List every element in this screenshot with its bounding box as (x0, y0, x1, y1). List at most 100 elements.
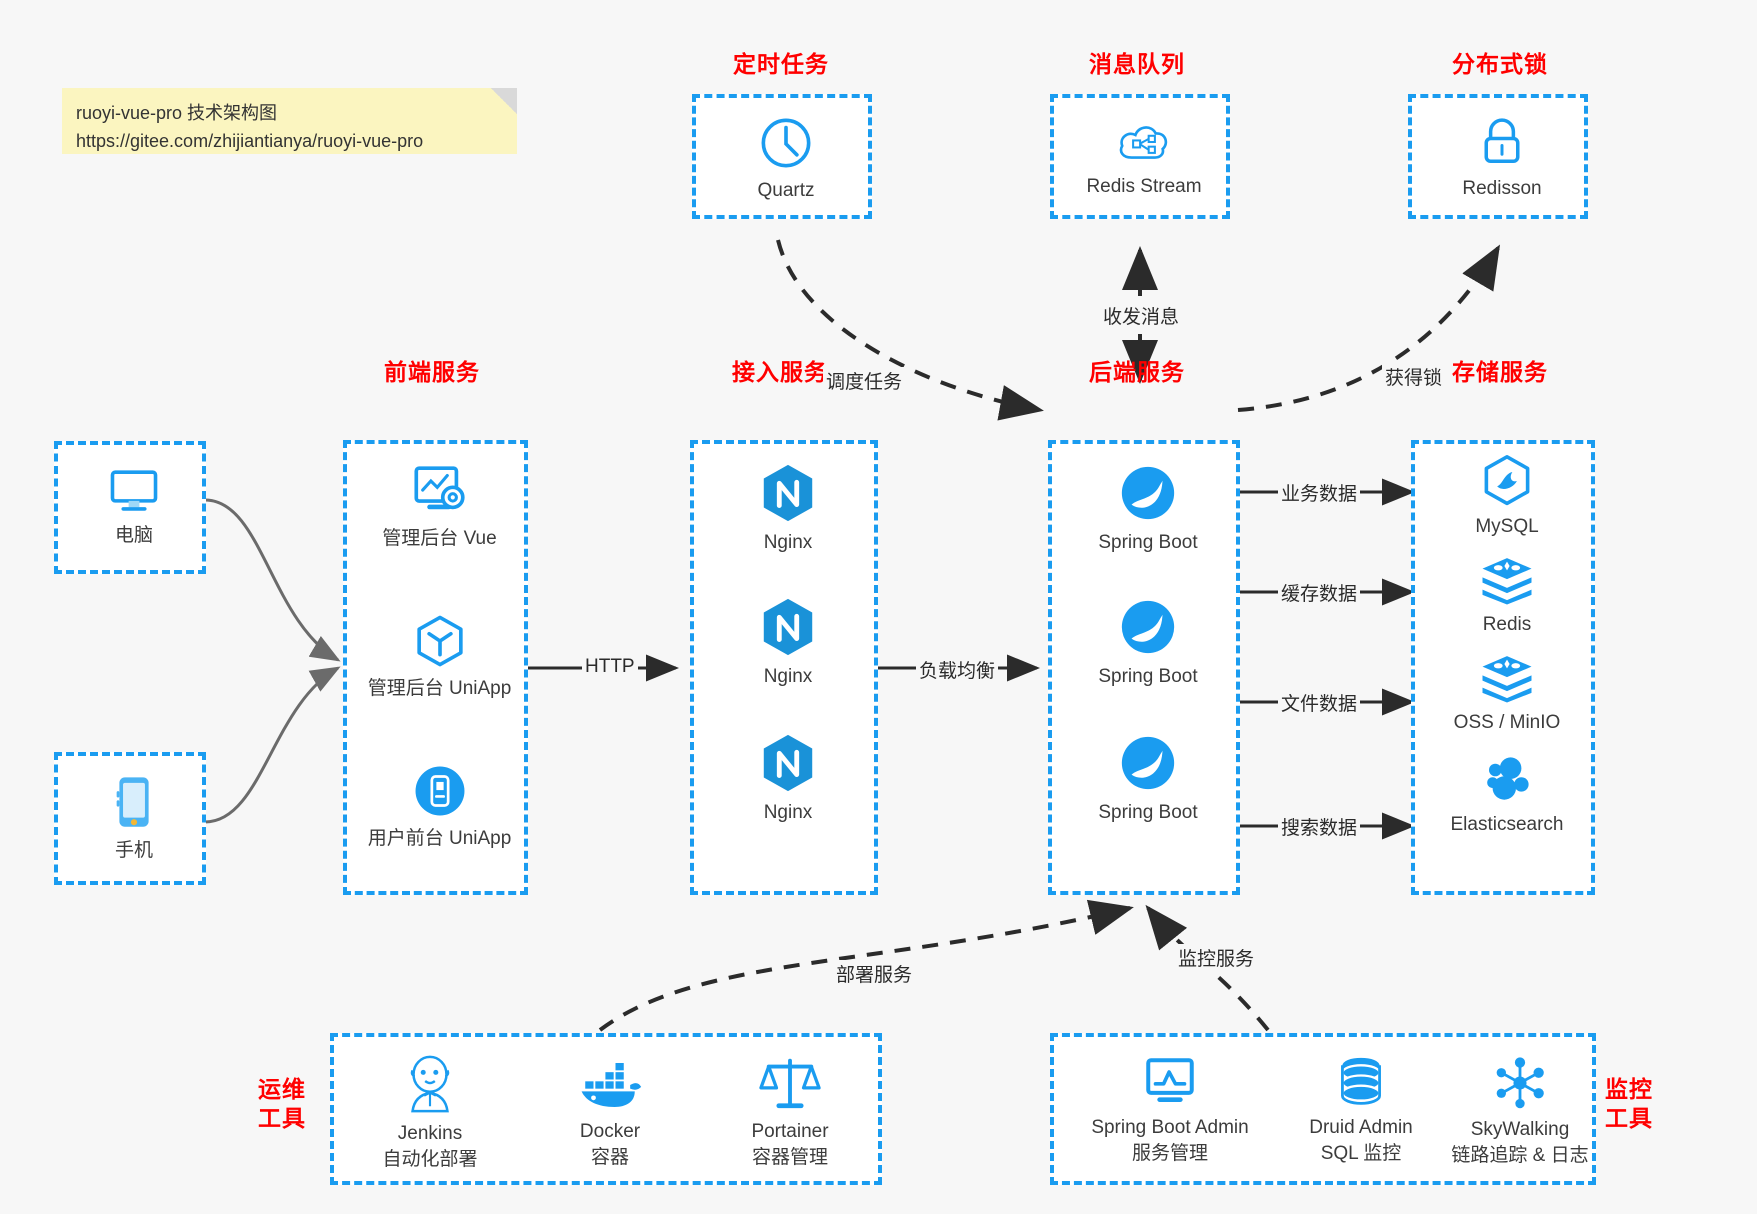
node-label: OSS / MinIO (1453, 712, 1561, 733)
node-label: Nginx (763, 532, 813, 553)
node-docker[interactable]: Docker 容器 (530, 1057, 690, 1170)
node-label: Spring Boot Admin (1091, 1117, 1249, 1138)
group-box-scheduler[interactable]: Quartz (692, 94, 872, 219)
node-desktop[interactable]: 电脑 (58, 465, 210, 549)
group-title-gateway: 接入服务 (732, 359, 828, 385)
node-sublabel: 容器管理 (751, 1146, 828, 1168)
node-nginx-2[interactable]: Nginx (694, 596, 882, 690)
node-label: Jenkins (397, 1123, 463, 1144)
node-sublabel: 服务管理 (1131, 1142, 1208, 1164)
desktop-icon (110, 470, 158, 511)
spring-boot-icon (1121, 600, 1175, 654)
node-sublabel: 链路追踪 & 日志 (1451, 1144, 1589, 1166)
node-redisson[interactable]: Redisson (1412, 114, 1592, 202)
node-spring-boot-2[interactable]: Spring Boot (1052, 596, 1244, 690)
node-admin-uniapp[interactable]: 管理后台 UniApp (347, 612, 532, 702)
node-elasticsearch[interactable]: Elasticsearch (1415, 752, 1599, 838)
node-label: Redis (1482, 614, 1532, 635)
sticky-note: ruoyi-vue-pro 技术架构图 https://gitee.com/zh… (62, 88, 517, 154)
node-druid-admin[interactable]: Druid Admin SQL 监控 (1276, 1055, 1446, 1166)
node-label: Docker (579, 1121, 641, 1142)
group-box-frontend[interactable]: 管理后台 Vue 管理后台 UniApp 用户前台 UniApp (343, 440, 528, 895)
node-label: 电脑 (114, 525, 153, 546)
group-box-gateway[interactable]: Nginx Nginx Nginx (690, 440, 878, 895)
edge-label-deploy-service: 部署服务 (833, 960, 916, 987)
cloud-stream-icon (1119, 126, 1168, 159)
node-label: Nginx (763, 802, 813, 823)
group-box-devops[interactable]: Jenkins 自动化部署 Docker 容器 (330, 1033, 882, 1185)
node-sublabel: 自动化部署 (382, 1148, 478, 1170)
edge-label-cache-data: 缓存数据 (1278, 579, 1361, 606)
node-sublabel: 容器 (590, 1146, 629, 1168)
node-label: Redisson (1462, 178, 1542, 199)
lock-icon (1484, 118, 1520, 163)
dashboard-gear-icon (413, 466, 465, 510)
spring-boot-icon (1121, 466, 1175, 520)
monitor-chart-icon (1146, 1058, 1194, 1102)
skywalking-icon (1496, 1057, 1544, 1109)
spring-boot-icon (1121, 736, 1175, 790)
group-box-client-mobile[interactable]: 手机 (54, 752, 206, 885)
edge-label-send-receive-message: 收发消息 (1100, 302, 1183, 329)
node-label: Elasticsearch (1450, 814, 1564, 835)
node-label: Spring Boot (1098, 532, 1198, 553)
nginx-icon (763, 464, 813, 522)
node-redis-stream[interactable]: Redis Stream (1054, 116, 1234, 200)
node-quartz[interactable]: Quartz (696, 114, 876, 204)
node-skywalking[interactable]: SkyWalking 链路追踪 & 日志 (1440, 1055, 1600, 1168)
group-title-monitor-line1: 监控 (1605, 1076, 1653, 1102)
edge-label-file-data: 文件数据 (1278, 689, 1361, 716)
node-label: 管理后台 UniApp (367, 678, 512, 699)
node-mobile[interactable]: 手机 (58, 774, 210, 864)
edge-label-search-data: 搜索数据 (1278, 813, 1361, 840)
node-spring-boot-1[interactable]: Spring Boot (1052, 462, 1244, 556)
edge-label-acquire-lock: 获得锁 (1382, 363, 1446, 390)
redis-icon (1482, 558, 1532, 605)
group-box-client-desktop[interactable]: 电脑 (54, 441, 206, 574)
node-oss-minio[interactable]: OSS / MinIO (1415, 652, 1599, 736)
node-spring-boot-admin[interactable]: Spring Boot Admin 服务管理 (1062, 1055, 1278, 1166)
node-label: Portainer (751, 1121, 829, 1142)
node-nginx-1[interactable]: Nginx (694, 462, 882, 556)
group-title-devops: 运维 工具 (258, 1075, 306, 1133)
group-title-mq: 消息队列 (1089, 51, 1185, 77)
elasticsearch-icon (1487, 757, 1529, 800)
oss-minio-icon (1482, 656, 1532, 703)
clock-icon (761, 118, 811, 168)
edge-label-business-data: 业务数据 (1278, 479, 1361, 506)
node-sublabel: SQL 监控 (1320, 1142, 1402, 1164)
portainer-scale-icon (759, 1058, 821, 1109)
group-title-devops-line1: 运维 (258, 1076, 306, 1102)
app-phone-icon (415, 766, 464, 816)
group-title-scheduler: 定时任务 (733, 51, 829, 77)
group-box-monitor[interactable]: Spring Boot Admin 服务管理 Druid Admin SQL 监… (1050, 1033, 1596, 1185)
node-jenkins[interactable]: Jenkins 自动化部署 (350, 1053, 510, 1172)
node-label: Spring Boot (1098, 802, 1198, 823)
group-box-lock[interactable]: Redisson (1408, 94, 1588, 219)
note-url: https://gitee.com/zhijiantianya/ruoyi-vu… (76, 130, 424, 151)
node-label: Nginx (763, 666, 813, 687)
node-label: Druid Admin (1309, 1117, 1413, 1138)
node-label: SkyWalking (1470, 1119, 1570, 1140)
group-title-frontend: 前端服务 (384, 359, 480, 385)
docker-icon (581, 1063, 642, 1107)
node-nginx-3[interactable]: Nginx (694, 732, 882, 826)
node-label: MySQL (1475, 516, 1539, 537)
mysql-icon (1484, 455, 1530, 506)
node-redis[interactable]: Redis (1415, 554, 1599, 638)
node-spring-boot-3[interactable]: Spring Boot (1052, 732, 1244, 826)
group-box-backend[interactable]: Spring Boot Spring Boot Spring Boot (1048, 440, 1240, 895)
note-title: ruoyi-vue-pro 技术架构图 (76, 103, 278, 123)
group-box-storage[interactable]: MySQL Redis OSS / MinIO (1411, 440, 1595, 895)
node-portainer[interactable]: Portainer 容器管理 (710, 1053, 870, 1170)
group-title-backend: 后端服务 (1089, 359, 1185, 385)
nginx-icon (763, 598, 813, 656)
node-user-uniapp[interactable]: 用户前台 UniApp (347, 762, 532, 852)
group-title-monitor-line2: 工具 (1605, 1104, 1653, 1131)
node-admin-vue[interactable]: 管理后台 Vue (347, 462, 532, 552)
note-fold-corner (491, 88, 517, 114)
edge-label-http: HTTP (582, 656, 638, 678)
node-mysql[interactable]: MySQL (1415, 454, 1599, 540)
group-box-mq[interactable]: Redis Stream (1050, 94, 1230, 219)
